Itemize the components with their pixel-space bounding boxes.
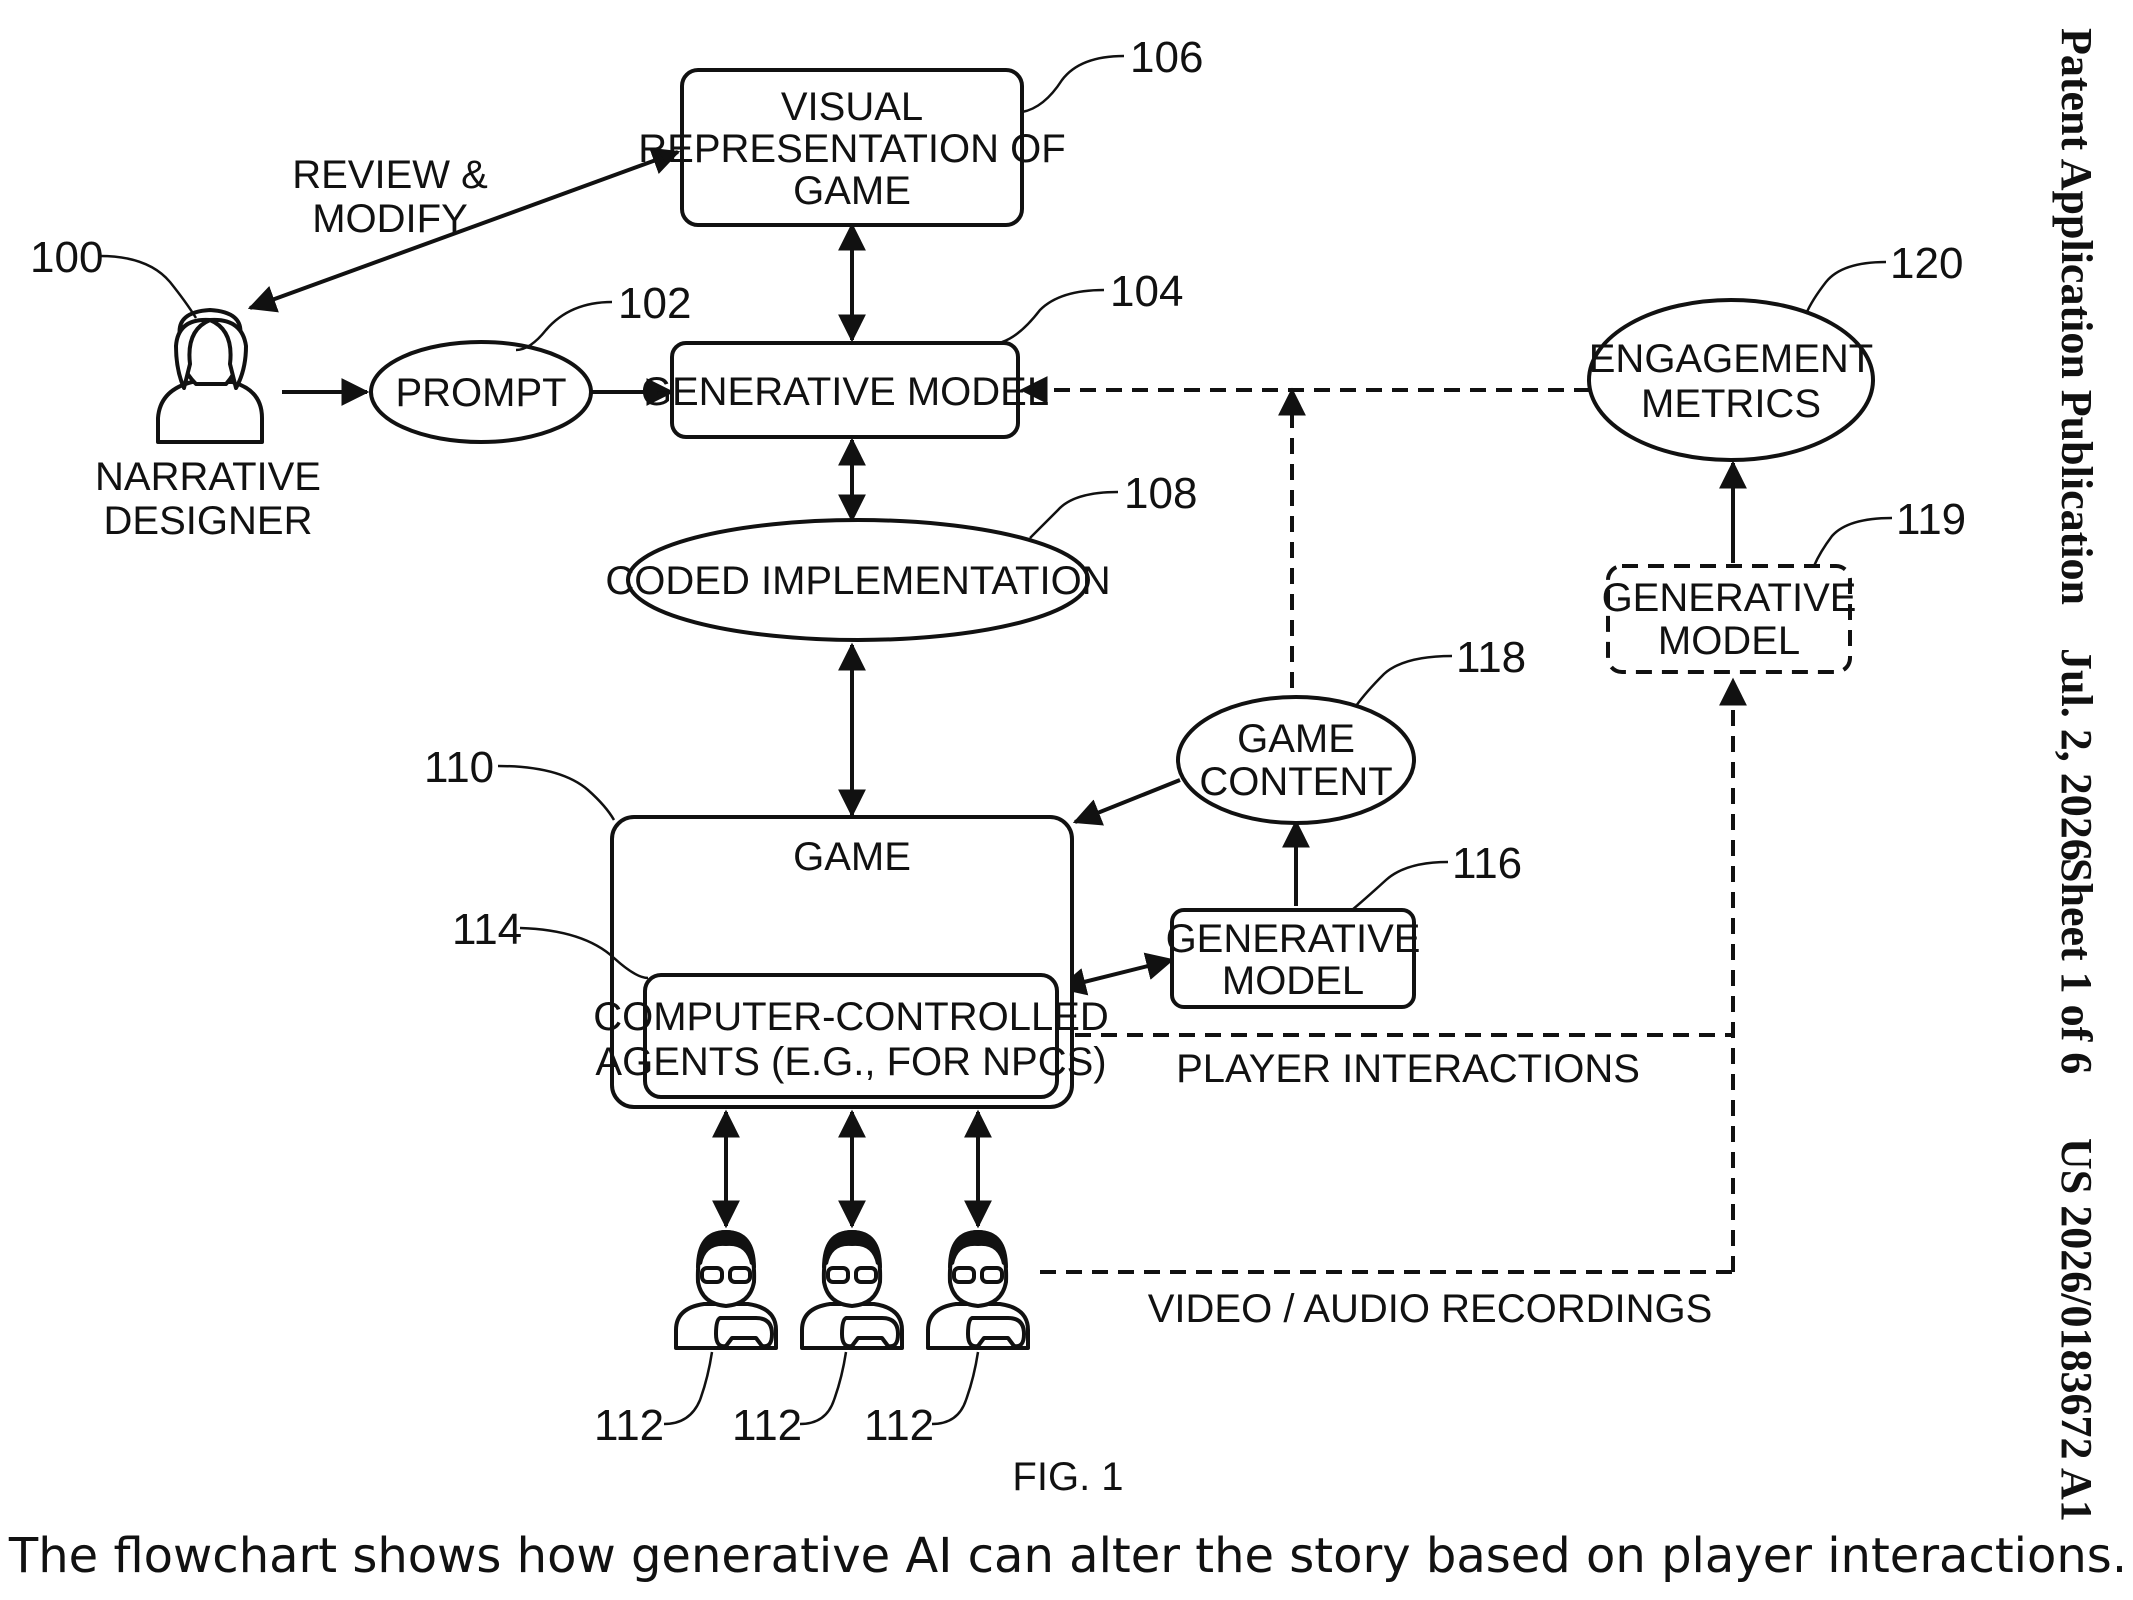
agents-line-1: COMPUTER-CONTROLLED bbox=[593, 995, 1109, 1039]
ref-119: 119 bbox=[1896, 495, 1966, 544]
generative-model-119-line-1: GENERATIVE bbox=[1602, 576, 1857, 620]
visual-representation-line-2: REPRESENTATION OF bbox=[638, 127, 1065, 171]
narrative-designer-line-1: NARRATIVE bbox=[95, 455, 321, 499]
gamer-with-controller-icon bbox=[926, 1228, 1030, 1350]
ref-104: 104 bbox=[1110, 267, 1183, 316]
ref-116: 116 bbox=[1452, 839, 1522, 888]
agents-line-2: AGENTS (E.G., FOR NPCS) bbox=[595, 1040, 1106, 1084]
edge-label-player-interactions: PLAYER INTERACTIONS bbox=[1176, 1047, 1640, 1091]
engagement-metrics-line-1: ENGAGEMENT bbox=[1589, 337, 1873, 381]
figure-label: FIG. 1 bbox=[1012, 1455, 1123, 1499]
visual-representation-line-1: VISUAL bbox=[781, 85, 923, 129]
publication-date: Jul. 2, 2026 bbox=[2052, 648, 2101, 861]
ref-100: 100 bbox=[30, 233, 103, 282]
ref-114: 114 bbox=[452, 905, 522, 954]
node-generative-model-119: GENERATIVE MODEL bbox=[1602, 564, 1857, 674]
patent-header: Patent Application Publication Jul. 2, 2… bbox=[2052, 28, 2101, 1522]
node-generative-model-116: GENERATIVE MODEL bbox=[1166, 908, 1421, 1009]
review-modify-line-1: REVIEW & bbox=[292, 153, 488, 197]
ref-112: 112 bbox=[732, 1401, 802, 1450]
publication-number: US 2026/0183672 A1 bbox=[2052, 1138, 2101, 1522]
node-visual-representation: VISUAL REPRESENTATION OF GAME bbox=[638, 68, 1066, 227]
person-icon bbox=[156, 308, 264, 444]
ref-102: 102 bbox=[618, 279, 691, 328]
edge-label-review-modify: REVIEW & MODIFY bbox=[292, 153, 488, 241]
publication-title: Patent Application Publication bbox=[2052, 28, 2101, 605]
game-label: GAME bbox=[793, 835, 911, 879]
review-modify-line-2: MODIFY bbox=[312, 197, 468, 241]
node-generative-model-main: GENERATIVE MODEL bbox=[641, 341, 1049, 439]
solid-connectors bbox=[247, 147, 1747, 1229]
ref-112: 112 bbox=[864, 1401, 934, 1450]
node-computer-controlled-agents: COMPUTER-CONTROLLED AGENTS (E.G., FOR NP… bbox=[593, 973, 1109, 1099]
ref-106: 106 bbox=[1130, 33, 1203, 82]
visual-representation-line-3: GAME bbox=[793, 169, 911, 213]
generative-model-main-label: GENERATIVE MODEL bbox=[641, 370, 1049, 414]
ref-110: 110 bbox=[424, 743, 494, 792]
reference-numerals: 100 102 104 106 108 110 114 118 116 119 … bbox=[30, 33, 1966, 1450]
gamer-with-controller-icon bbox=[800, 1228, 904, 1350]
prompt-label: PROMPT bbox=[395, 371, 566, 415]
figure-caption: The flowchart shows how generative AI ca… bbox=[8, 1528, 2127, 1584]
narrative-designer-label: NARRATIVE DESIGNER bbox=[95, 455, 321, 543]
gamer-with-controller-icon bbox=[674, 1228, 778, 1350]
engagement-metrics-line-2: METRICS bbox=[1641, 382, 1821, 426]
game-content-line-2: CONTENT bbox=[1199, 760, 1392, 804]
ref-118: 118 bbox=[1456, 633, 1526, 682]
node-game-content: GAME CONTENT bbox=[1176, 695, 1416, 825]
ref-108: 108 bbox=[1124, 469, 1197, 518]
ref-120: 120 bbox=[1890, 239, 1963, 288]
generative-model-116-line-1: GENERATIVE bbox=[1166, 917, 1421, 961]
dashed-connectors bbox=[1019, 376, 1747, 1274]
game-content-line-1: GAME bbox=[1237, 717, 1355, 761]
sheet-number: Sheet 1 of 6 bbox=[2052, 858, 2101, 1074]
edge-label-recordings: VIDEO / AUDIO RECORDINGS bbox=[1148, 1287, 1713, 1331]
node-prompt: PROMPT bbox=[369, 340, 593, 444]
generative-model-119-line-2: MODEL bbox=[1658, 619, 1800, 663]
generative-model-116-line-2: MODEL bbox=[1222, 959, 1364, 1003]
node-coded-implementation: CODED IMPLEMENTATION bbox=[605, 518, 1111, 642]
coded-implementation-label: CODED IMPLEMENTATION bbox=[605, 559, 1110, 603]
narrative-designer-line-2: DESIGNER bbox=[104, 499, 313, 543]
ref-112: 112 bbox=[594, 1401, 664, 1450]
node-engagement-metrics: ENGAGEMENT METRICS bbox=[1587, 298, 1875, 462]
